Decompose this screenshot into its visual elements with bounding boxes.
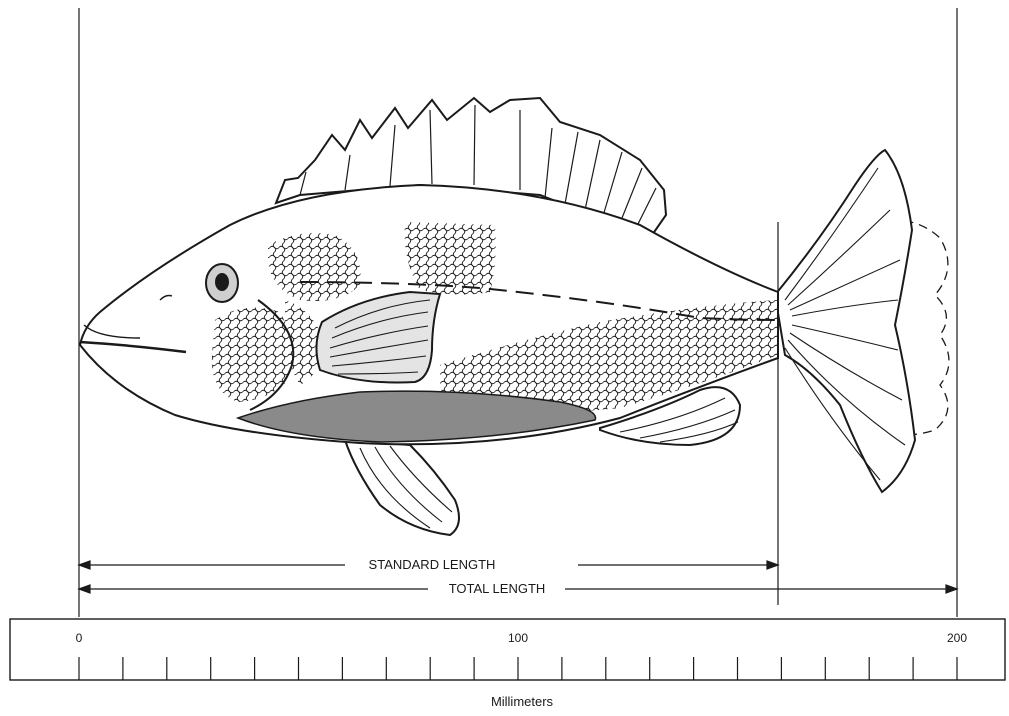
ruler-label-200: 200 [947, 631, 967, 645]
ruler-label-100: 100 [508, 631, 528, 645]
eye-pupil [215, 273, 229, 291]
standard-length-label: STANDARD LENGTH [369, 557, 496, 572]
pelvic-fin [345, 440, 459, 535]
total-length-label: TOTAL LENGTH [449, 581, 546, 596]
ruler-label-0: 0 [76, 631, 83, 645]
millimeter-ruler [10, 619, 1005, 680]
ruler-ticks [79, 657, 957, 680]
ruler-unit-label: Millimeters [491, 694, 554, 709]
caudal-fin [775, 150, 915, 492]
